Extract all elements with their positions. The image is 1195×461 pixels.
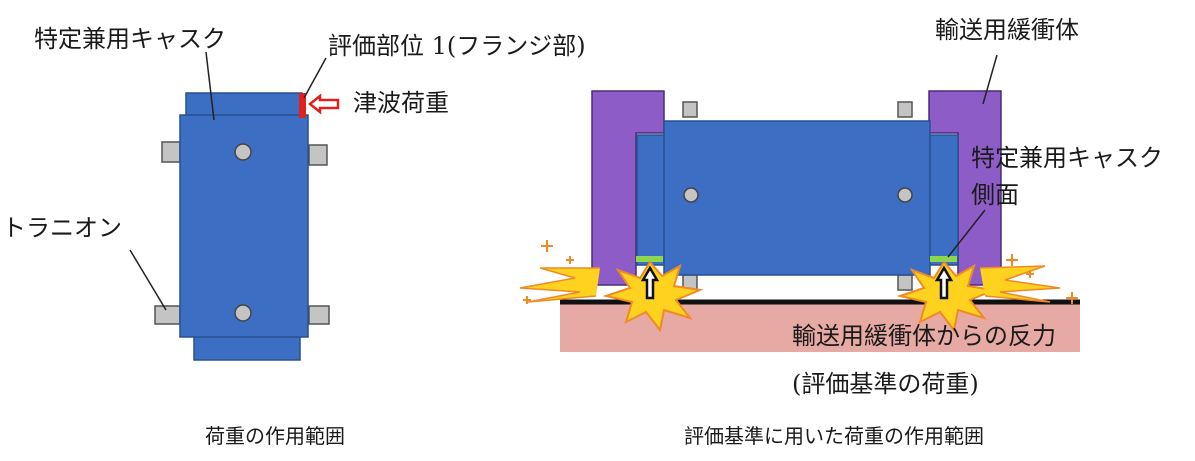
right-cask-bolt-left [683, 187, 699, 203]
leader-side [947, 209, 986, 258]
label-cask-right: 特定兼用キャスク [971, 144, 1163, 172]
right-cask-body [663, 120, 931, 276]
trunnion-top-left [161, 141, 181, 163]
label-tsunami-load: 津波荷重 [353, 89, 449, 117]
trunnion-r-top-left [682, 101, 698, 118]
right-cask-bolt-right [897, 187, 913, 203]
label-side: 側面 [971, 181, 1019, 209]
reaction-arrow-left-icon [640, 265, 660, 300]
tsunami-arrow-icon [307, 93, 340, 115]
right-cask-figure [591, 90, 1002, 291]
spark-left [519, 267, 600, 303]
left-cask-bolt-bottom [234, 304, 252, 322]
caption-left: 荷重の作用範囲 [205, 424, 345, 448]
label-reaction: 輸送用緩衝体からの反力 [792, 322, 1056, 350]
leader-eval [303, 57, 327, 99]
reaction-arrow-right-icon [934, 265, 954, 300]
side-strip-left [636, 256, 663, 262]
leader-buffer [982, 54, 998, 105]
label-eval-part: 評価部位 1(フランジ部) [328, 32, 586, 60]
trunnion-bottom-left [154, 305, 181, 325]
flange-highlight [299, 93, 306, 118]
side-strip-right [930, 256, 957, 262]
label-cask-left: 特定兼用キャスク [34, 25, 226, 53]
label-reaction-sub: (評価基準の荷重) [792, 370, 979, 398]
label-transport-buffer: 輸送用緩衝体 [935, 16, 1079, 44]
sparkle-marks [523, 240, 1078, 304]
trunnion-top-right [308, 144, 328, 166]
left-cask-figure [154, 92, 330, 361]
leader-trunnion [129, 249, 167, 311]
trunnion-r-bottom-right [897, 274, 913, 291]
trunnion-bottom-right [308, 305, 330, 325]
caption-right: 評価基準に用いた荷重の作用範囲 [684, 424, 984, 448]
spark-right [979, 265, 1061, 303]
left-cask-bolt-top [234, 143, 252, 161]
trunnion-r-top-right [897, 101, 913, 118]
leader-cask-left [205, 51, 215, 121]
label-trunnion: トラニオン [2, 214, 122, 242]
